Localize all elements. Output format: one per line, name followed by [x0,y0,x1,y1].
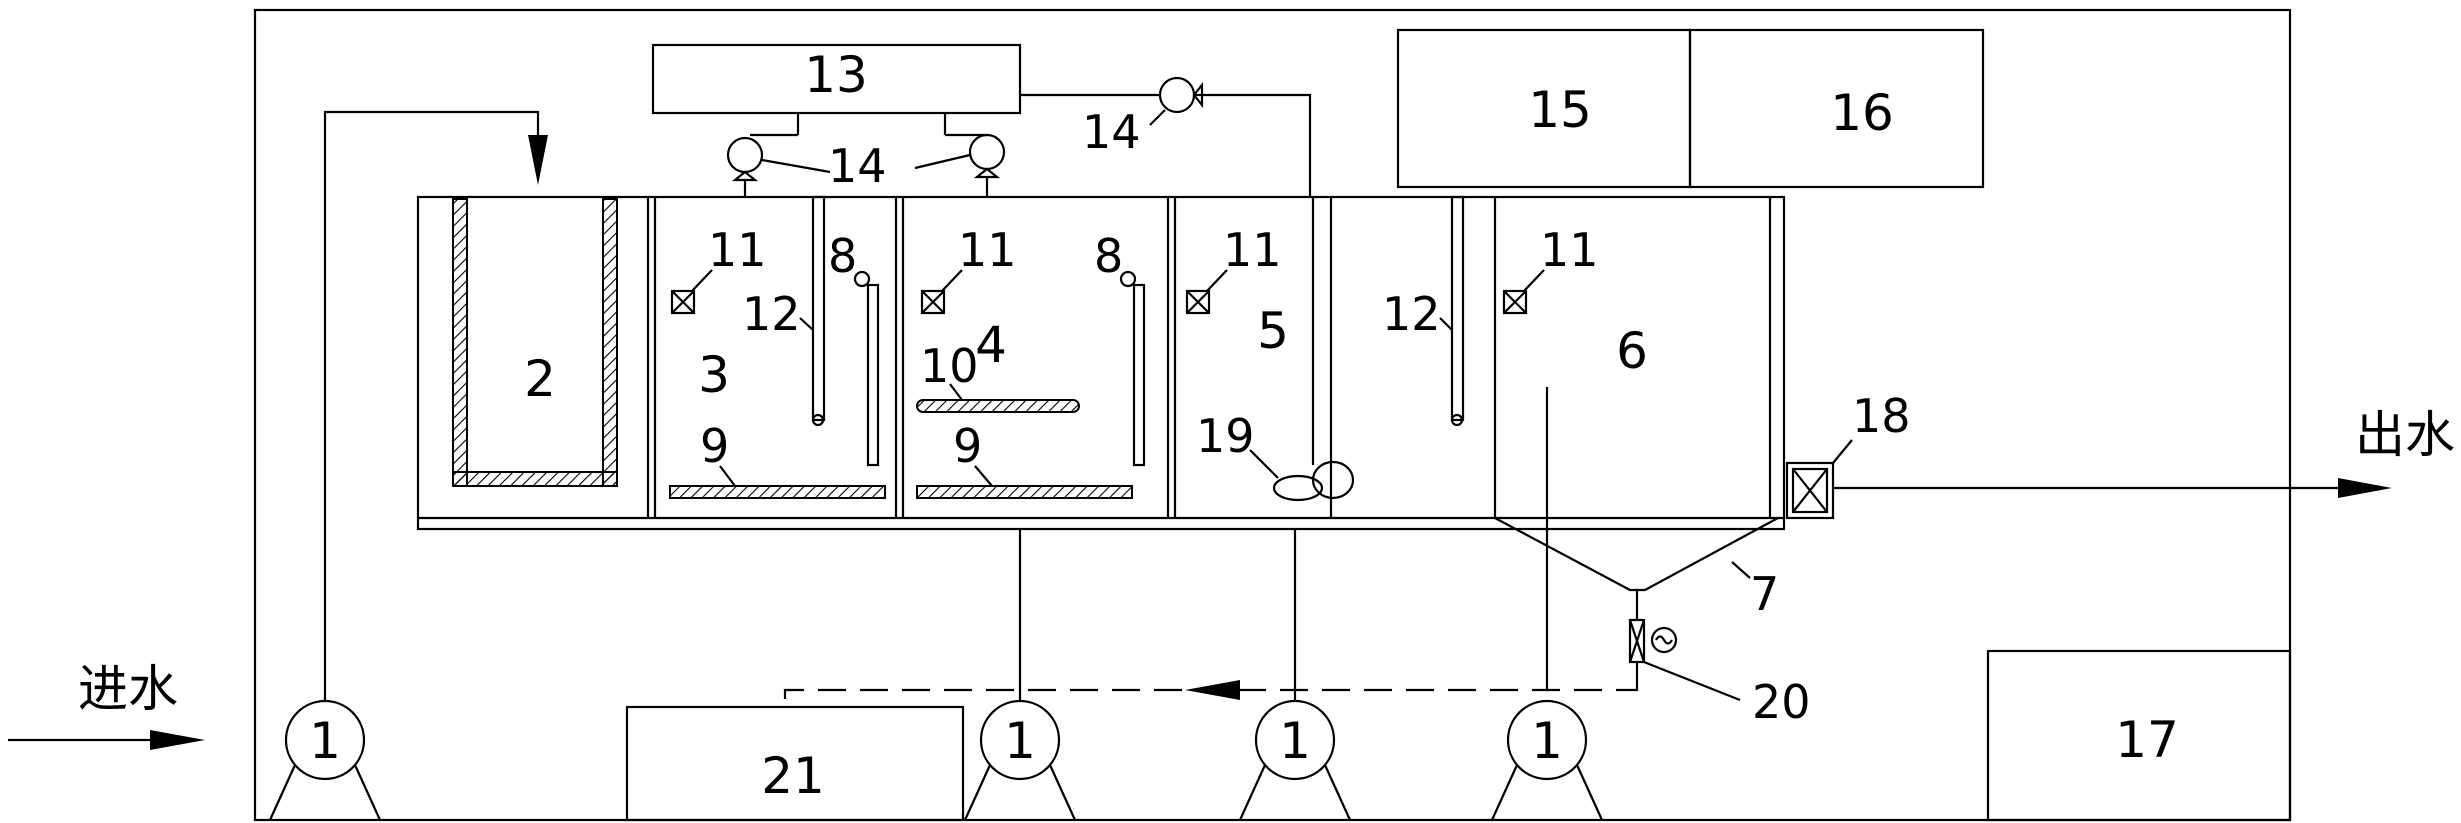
pump-1-c-label: 1 [1279,712,1311,770]
outlet-valve-18 [1785,439,1853,520]
sensor-11-d [1502,269,1545,315]
label-12-b: 12 [1382,287,1441,341]
box-16-label: 16 [1830,84,1894,142]
box-21 [625,705,965,822]
main-tank [416,195,1786,531]
box-21-label: 21 [761,747,825,805]
pump-1-d [1490,699,1604,821]
sensor-11-b [920,269,963,315]
label-9-b: 9 [953,419,982,473]
leader-14 [914,153,971,170]
pump-1-b-label: 1 [1004,712,1036,770]
tank-5-label: 5 [1257,302,1289,360]
label-11-b: 11 [958,223,1017,277]
valve-20 [1628,590,1741,702]
dosing-pump-14-b [943,113,1006,197]
sensor-11-c [1185,269,1228,315]
aerator-9-b [916,465,1133,499]
label-19: 19 [1196,409,1255,463]
tank-4-label: 4 [975,316,1007,374]
hopper-7-label: 7 [1750,567,1779,621]
label-14-b: 14 [1082,105,1141,159]
feed-pipe [323,110,540,701]
pump-1-c [1238,529,1352,821]
box-13 [651,43,1022,115]
label-11-a: 11 [708,223,767,277]
box-16 [1688,28,1985,189]
label-11-d: 11 [1540,223,1599,277]
label-18: 18 [1852,389,1911,443]
feed-arrow-head [528,135,548,185]
sludge-return-arrow-head [1185,680,1240,700]
label-14-a: 14 [828,139,887,193]
outlet-arrow-head [2338,478,2392,498]
box-15-label: 15 [1528,81,1592,139]
tank-6-label: 6 [1616,322,1648,380]
mixer-rod-10 [916,383,1080,413]
inlet-label: 进水 [78,660,178,718]
sensor-11-a [670,269,713,315]
label-8-b: 8 [1094,229,1123,283]
outer-boundary [253,8,2292,822]
label-12-a: 12 [742,287,801,341]
label-11-c: 11 [1223,223,1282,277]
pump-1-d-label: 1 [1531,712,1563,770]
tank-2-label: 2 [524,350,556,408]
box-13-label: 13 [804,46,868,104]
inlet-arrow-head [150,730,205,750]
outlet-label: 出水 [2355,406,2455,464]
label-9-a: 9 [700,419,729,473]
leader-14 [761,158,831,174]
dosing-pump-14-c [1020,76,1312,197]
label-10: 10 [920,339,979,393]
label-20: 20 [1752,675,1811,729]
tank-3-label: 3 [698,346,730,404]
label-8-a: 8 [828,229,857,283]
mixer-19 [1249,197,1355,502]
probe-12-b [1439,195,1465,427]
pump-1-a-label: 1 [309,712,341,770]
probe-8-b [1119,270,1146,467]
pump-1-b [963,529,1077,821]
dosing-pump-14-a [726,113,800,197]
box-17 [1986,649,2292,822]
aerator-9-a [669,465,886,499]
probe-12-a [799,195,826,427]
box-17-label: 17 [2115,711,2179,769]
tank-2-hatched-wall [452,198,618,487]
probe-8-a [853,270,880,467]
